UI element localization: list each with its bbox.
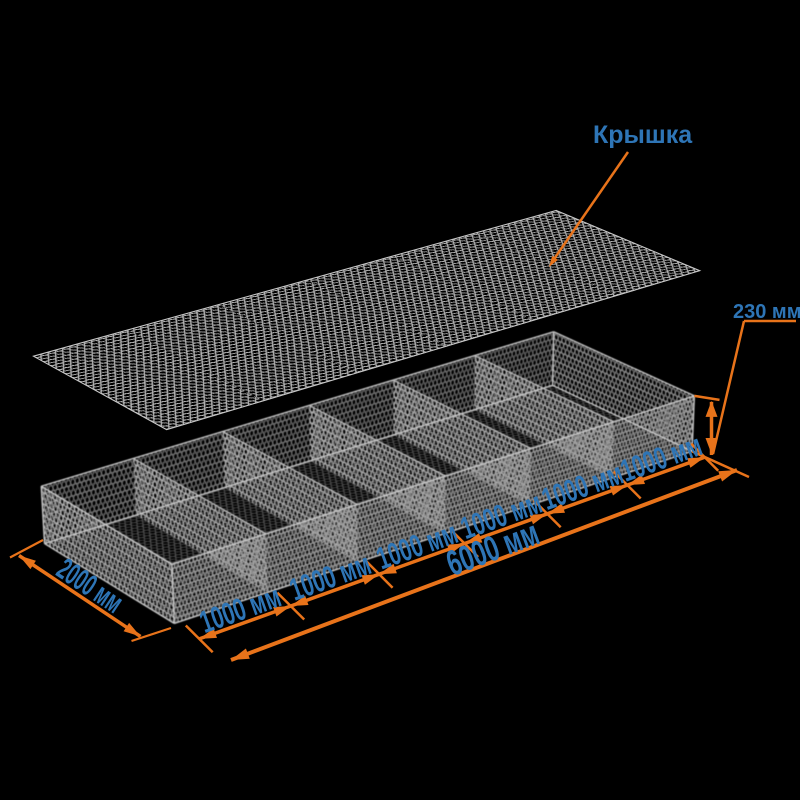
svg-text:230 мм: 230 мм (733, 301, 800, 323)
svg-text:Крышка: Крышка (593, 121, 693, 149)
